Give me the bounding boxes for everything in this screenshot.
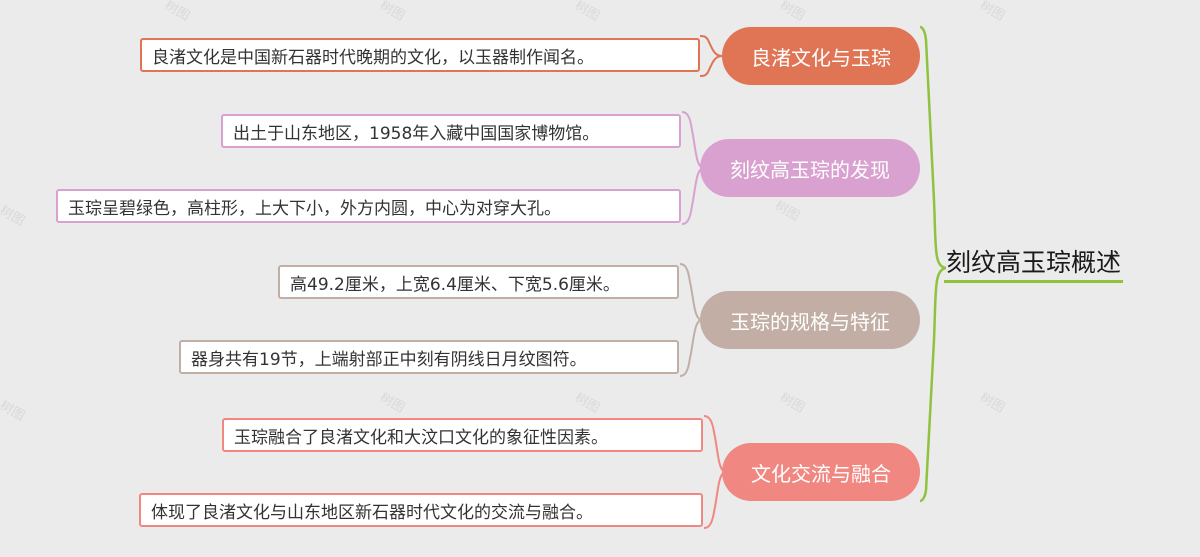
leaf-liangzhu-culture-1[interactable]: 良渚文化是中国新石器时代晚期的文化，以玉器制作闻名。: [140, 38, 700, 72]
branch-cultural-exchange[interactable]: 文化交流与融合: [722, 443, 920, 501]
leaf-specifications-2[interactable]: 器身共有19节，上端射部正中刻有阴线日月纹图符。: [179, 340, 679, 374]
branch-specifications[interactable]: 玉琮的规格与特征: [700, 291, 920, 349]
branch-liangzhu-culture[interactable]: 良渚文化与玉琮: [722, 27, 920, 85]
leaf-cultural-exchange-1[interactable]: 玉琮融合了良渚文化和大汶口文化的象征性因素。: [222, 418, 703, 452]
leaf-cultural-exchange-2[interactable]: 体现了良渚文化与山东地区新石器时代文化的交流与融合。: [139, 493, 703, 527]
leaf-specifications-1[interactable]: 高49.2厘米，上宽6.4厘米、下宽5.6厘米。: [278, 265, 679, 299]
leaf-discovery-1[interactable]: 出土于山东地区，1958年入藏中国国家博物馆。: [221, 114, 681, 148]
leaf-discovery-2[interactable]: 玉琮呈碧绿色，高柱形，上大下小，外方内圆，中心为对穿大孔。: [56, 189, 681, 223]
root-topic[interactable]: 刻纹高玉琮概述: [944, 246, 1124, 283]
branch-discovery[interactable]: 刻纹高玉琮的发现: [700, 139, 920, 197]
